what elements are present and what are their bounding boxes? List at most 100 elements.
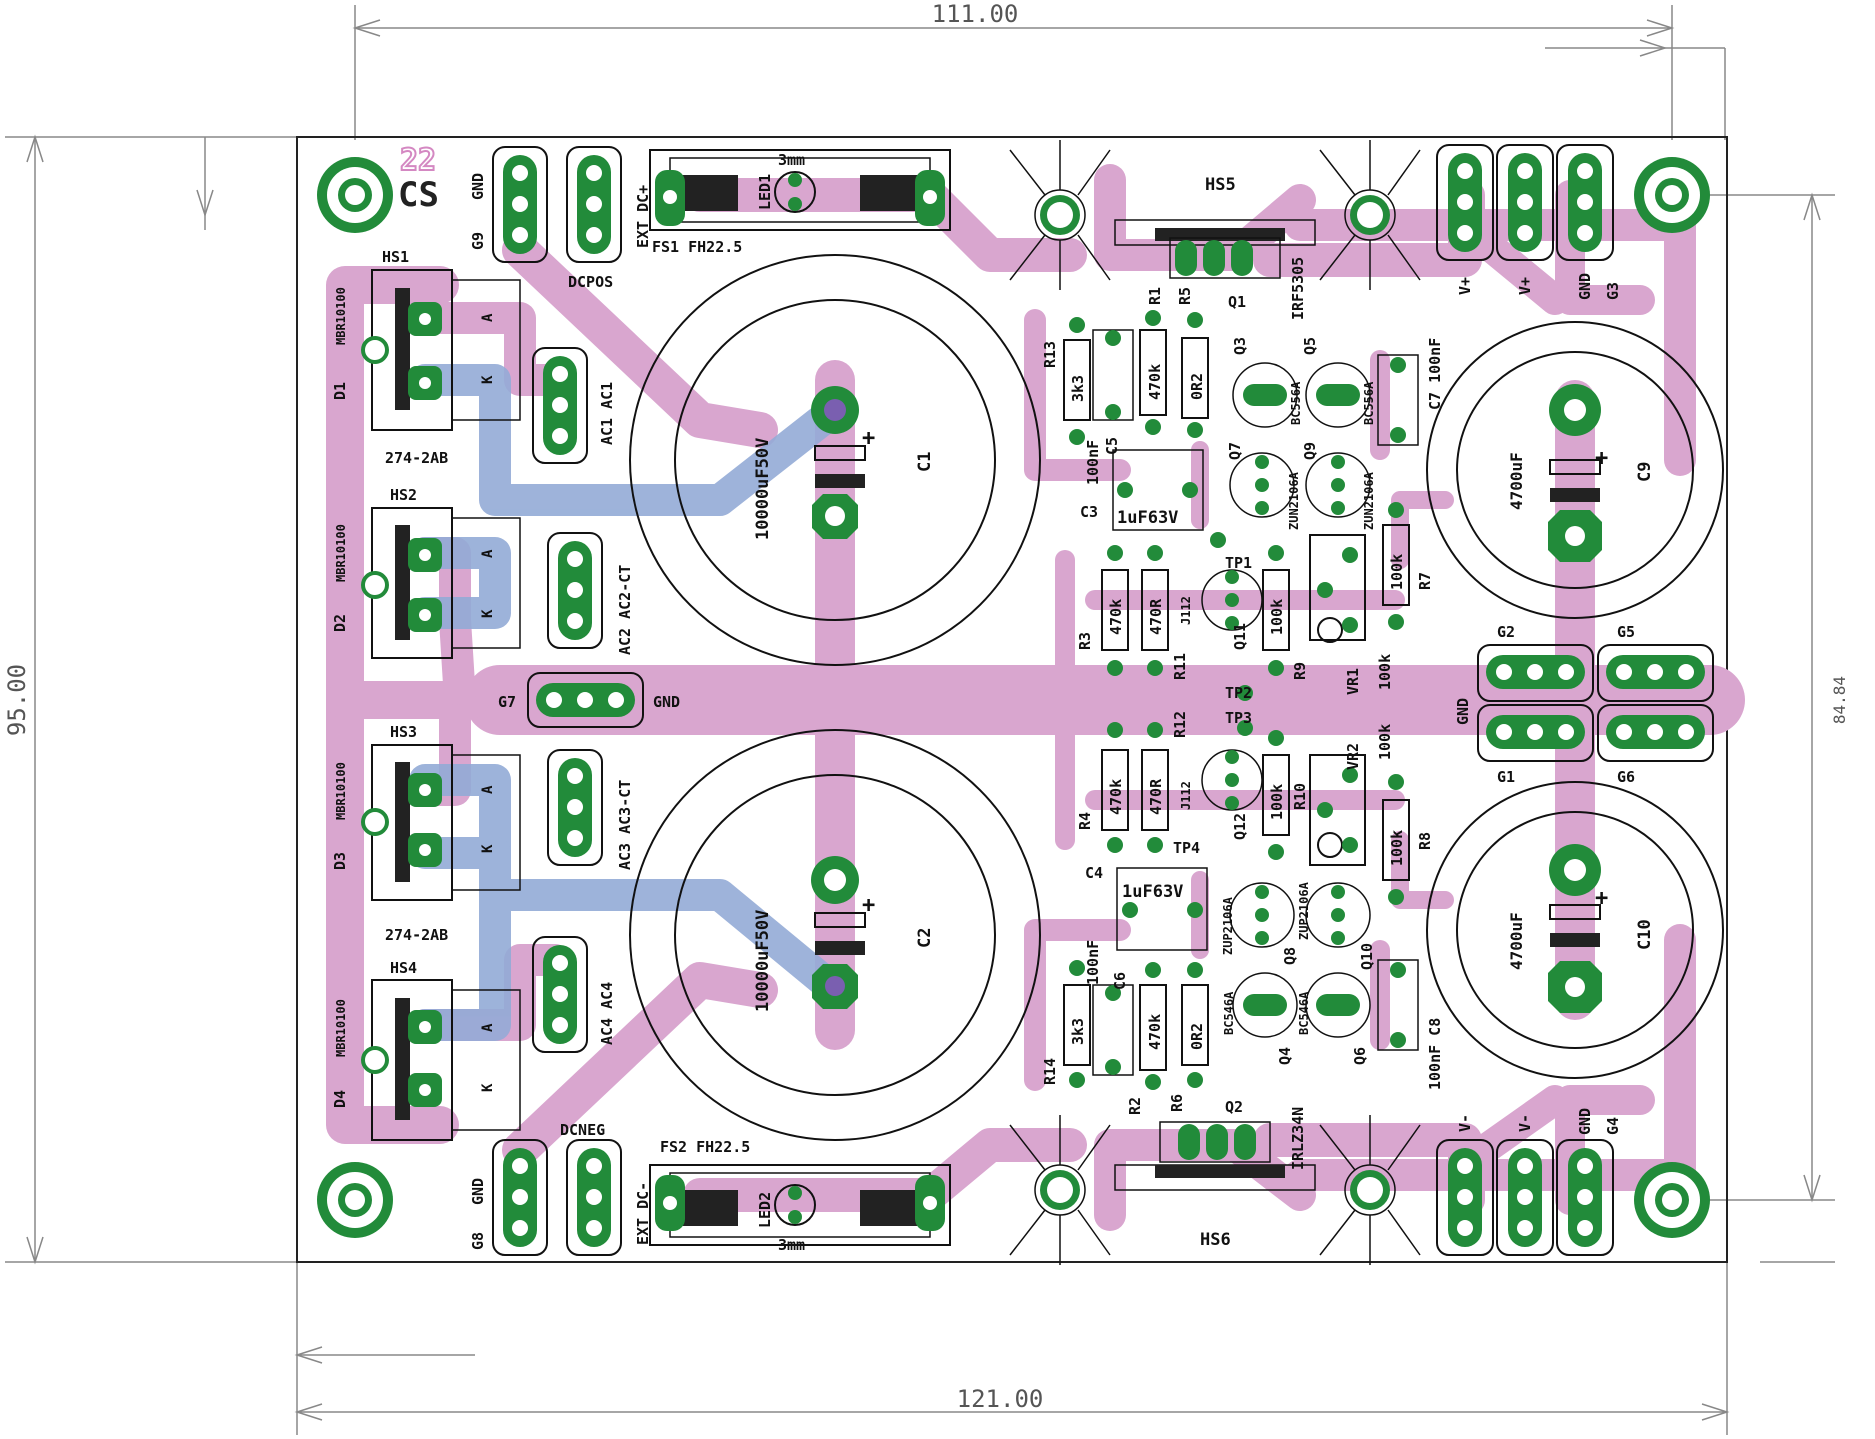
- label-hs5: HS5: [1205, 175, 1236, 195]
- label-d2-part: MBR10100: [334, 524, 348, 582]
- connector-ac3: [547, 749, 603, 866]
- label-heatsink-b: 274-2AB: [385, 926, 448, 944]
- label-c4-value: 1uF63V: [1122, 882, 1183, 902]
- label-r4-value: 470k: [1107, 779, 1125, 815]
- heatsink-hs6-pads: [1040, 1121, 1390, 1210]
- label-c3-value: 1uF63V: [1117, 508, 1178, 528]
- label-c5-value: 100nF: [1084, 440, 1102, 485]
- label-q7-part: ZUN2106A: [1287, 471, 1301, 530]
- label-g5: G5: [1617, 623, 1635, 641]
- label-fs2: FS2 FH22.5: [660, 1138, 750, 1156]
- label-gnd-g7: GND: [653, 693, 680, 711]
- svg-text:+: +: [1595, 446, 1608, 471]
- label-g8: G8: [469, 1232, 487, 1250]
- label-gnd-center: GND: [1454, 698, 1472, 725]
- label-ac4: AC4 AC4: [598, 982, 616, 1045]
- connector-vplus-2: [1496, 144, 1554, 261]
- label-c2: C2: [915, 928, 935, 948]
- label-q10-part: ZUP2106A: [1297, 881, 1311, 940]
- heatsink-hs5: [1009, 140, 1421, 290]
- connector-dcpos: [566, 146, 622, 263]
- label-vr1: VR1: [1344, 668, 1362, 695]
- label-g7: G7: [498, 693, 516, 711]
- label-c6: C6: [1111, 972, 1129, 990]
- diode-d2: [361, 507, 521, 659]
- label-dcneg: DCNEG: [560, 1121, 605, 1139]
- diode-d3: [361, 744, 521, 901]
- label-d3-anode: A: [480, 785, 496, 794]
- label-r1-value: 470k: [1146, 364, 1164, 400]
- label-vr2-value: 100k: [1376, 724, 1394, 760]
- label-r3-value: 470k: [1107, 599, 1125, 635]
- label-r13-value: 3k3: [1069, 375, 1087, 402]
- label-g2: G2: [1497, 623, 1515, 641]
- label-ext-dc-pos: EXT DC+: [634, 185, 652, 248]
- label-hs6: HS6: [1200, 1230, 1231, 1250]
- label-r8: R8: [1416, 832, 1434, 850]
- label-r7-value: 100k: [1388, 554, 1406, 590]
- svg-text:+: +: [862, 893, 875, 918]
- diode-heatsinks: [361, 269, 521, 1141]
- label-hs1: HS1: [382, 248, 409, 266]
- label-q8: Q8: [1281, 947, 1299, 965]
- label-vplus-1: V+: [1456, 277, 1474, 295]
- label-led1: LED1: [756, 174, 774, 210]
- heatsink-hs5-pads: [1040, 195, 1390, 279]
- label-c1: C1: [915, 452, 935, 472]
- label-q5-part: BC556A: [1362, 381, 1376, 425]
- label-r8-value: 100k: [1388, 830, 1406, 866]
- capacitor-c9: +: [1426, 321, 1724, 619]
- label-hs3: HS3: [390, 723, 417, 741]
- label-r1: R1: [1146, 287, 1164, 305]
- label-vplus-2: V+: [1516, 277, 1534, 295]
- label-q4: Q4: [1276, 1047, 1294, 1065]
- label-q9: Q9: [1301, 442, 1319, 460]
- label-g3: G3: [1604, 282, 1622, 300]
- label-d1-part: MBR10100: [334, 287, 348, 345]
- connector-ac2: [547, 532, 603, 649]
- label-ac2: AC2 AC2-CT: [616, 565, 634, 655]
- connector-g9: [492, 146, 548, 263]
- label-led2-size: 3mm: [778, 1236, 805, 1254]
- label-r11-value: 470R: [1147, 598, 1165, 635]
- dimension-top: 111.00: [932, 0, 1019, 28]
- label-c7: C7 100nF: [1426, 338, 1444, 410]
- label-d2: D2: [331, 614, 349, 632]
- label-g1: G1: [1497, 768, 1515, 786]
- label-d3: D3: [331, 852, 349, 870]
- label-dcpos: DCPOS: [568, 273, 613, 291]
- label-q3: Q3: [1231, 337, 1249, 355]
- label-r10: R10: [1291, 783, 1309, 810]
- label-d2-anode: A: [480, 549, 496, 558]
- heatsink-hs6: [1009, 1115, 1421, 1265]
- label-tp4: TP4: [1173, 839, 1200, 857]
- label-led1-size: 3mm: [778, 151, 805, 169]
- fuse-holder-fs2: [649, 1164, 951, 1246]
- label-q11: Q11: [1231, 623, 1249, 650]
- label-c6-value: 100nF: [1084, 940, 1102, 985]
- mounting-hole-bottom-right: [1634, 1162, 1710, 1238]
- label-d4-part: MBR10100: [334, 999, 348, 1057]
- label-gnd-g3: GND: [1576, 273, 1594, 300]
- connector-vplus-1: [1436, 144, 1494, 261]
- label-c3: C3: [1080, 503, 1098, 521]
- label-c9-value: 4700uF: [1507, 452, 1526, 510]
- label-gnd-g8: GND: [469, 1178, 487, 1205]
- mounting-hole-bottom-left: [317, 1162, 393, 1238]
- label-tp2: TP2: [1225, 684, 1252, 702]
- label-d2-cathode: K: [480, 609, 496, 618]
- mounting-holes: [317, 157, 1710, 1238]
- label-q3-part: BC556A: [1289, 381, 1303, 425]
- label-q9-part: ZUN2106A: [1362, 471, 1376, 530]
- label-r2: R2: [1126, 1097, 1144, 1115]
- terminal-blocks: [492, 144, 1714, 1256]
- dimension-bottom: 121.00: [957, 1385, 1044, 1413]
- dimension-left: 95.00: [3, 664, 31, 736]
- label-vminus-2: V-: [1516, 1114, 1534, 1132]
- label-gnd-g4: GND: [1576, 1108, 1594, 1135]
- label-gnd-g9: GND: [469, 173, 487, 200]
- label-c5: C5: [1103, 437, 1121, 455]
- label-d1-cathode: K: [480, 375, 496, 384]
- label-d1-anode: A: [480, 313, 496, 322]
